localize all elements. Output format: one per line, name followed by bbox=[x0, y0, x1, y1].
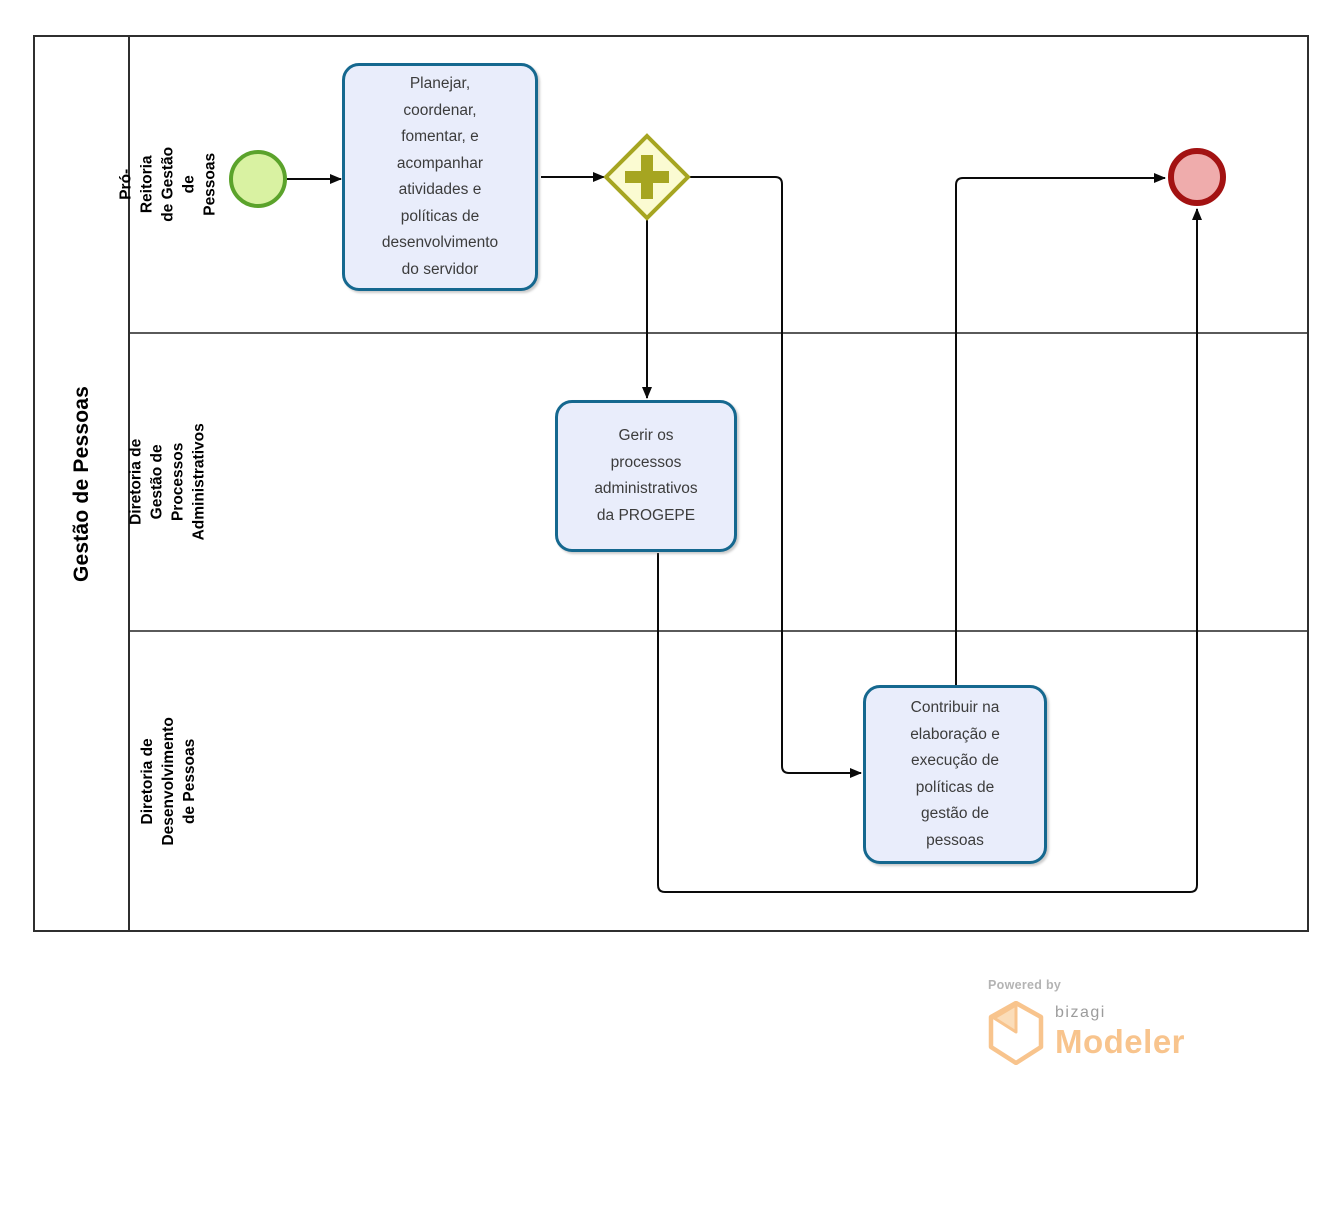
powered-by-label: Powered by bbox=[988, 978, 1062, 992]
task-gerir-processos: Gerir os processos administrativos da PR… bbox=[555, 400, 737, 552]
lane-divider bbox=[130, 332, 1307, 334]
sequence-flow-contribuir-to-end bbox=[955, 173, 1166, 685]
logo-text-block: bizagi Modeler bbox=[1055, 1001, 1185, 1061]
task-planejar-coordenar: Planejar, coordenar, fomentar, e acompan… bbox=[342, 63, 538, 291]
sequence-flow-gateway-to-contribuir bbox=[688, 176, 862, 778]
start-event bbox=[229, 150, 287, 208]
task-contribuir-politicas: Contribuir na elaboração e execução de p… bbox=[863, 685, 1047, 864]
lane-divider bbox=[130, 630, 1307, 632]
bizagi-logo-icon bbox=[988, 1001, 1044, 1065]
modeler-wordmark: Modeler bbox=[1055, 1023, 1186, 1060]
end-event bbox=[1168, 148, 1226, 206]
task-label: Planejar, coordenar, fomentar, e acompan… bbox=[381, 75, 499, 278]
bizagi-logo-row: bizagi Modeler bbox=[988, 1001, 1185, 1065]
plus-icon bbox=[625, 155, 669, 199]
pool-header: Gestão de Pessoas bbox=[35, 37, 130, 930]
task-label: Contribuir na elaboração e execução de p… bbox=[910, 699, 1000, 849]
bizagi-wordmark: bizagi bbox=[1055, 1004, 1106, 1021]
task-label: Gerir os processos administrativos da PR… bbox=[594, 427, 698, 524]
bizagi-branding: Powered by bizagi Modeler bbox=[988, 978, 1185, 1065]
sequence-flow-gerir-to-end bbox=[657, 208, 1202, 893]
